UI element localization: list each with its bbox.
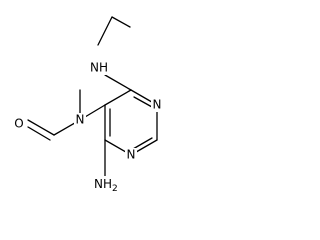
bond-c5-c6 xyxy=(104,89,132,106)
atom-label-ring-n-lower: N xyxy=(127,148,136,162)
atom-carbonyl-o: O xyxy=(12,117,26,131)
atom-label-ring-n-upper: N xyxy=(153,98,162,112)
bond-formyl-co-double xyxy=(27,126,51,141)
atom-label-nh: NH xyxy=(90,61,108,75)
atom-amide-n: N xyxy=(74,113,86,127)
molecule-structure: NH N N N O NH2 xyxy=(12,16,163,194)
bond-c6-n1-double xyxy=(133,96,153,108)
atom-ring-n-lower: N xyxy=(125,148,137,162)
atom-label-carbonyl-o: O xyxy=(14,117,23,131)
bond-nh-c6 xyxy=(104,74,132,91)
atom-ring-n-upper: N xyxy=(151,98,163,112)
atom-label-amino-subscript: 2 xyxy=(112,184,118,194)
bond-c2-n3-double xyxy=(132,137,153,150)
bond-ethyl-ch3-ch2 xyxy=(111,16,131,28)
bond-formyl-co xyxy=(27,119,55,136)
atom-label-amino-nh: NH xyxy=(94,177,112,191)
atom-nh-ethylamino: NH xyxy=(88,61,110,75)
atom-label-amino: NH2 xyxy=(94,177,118,194)
atom-amino-nh2: NH2 xyxy=(92,176,122,194)
bond-ethyl-ch2-nh xyxy=(97,16,113,46)
atom-label-amide-n: N xyxy=(76,113,85,127)
